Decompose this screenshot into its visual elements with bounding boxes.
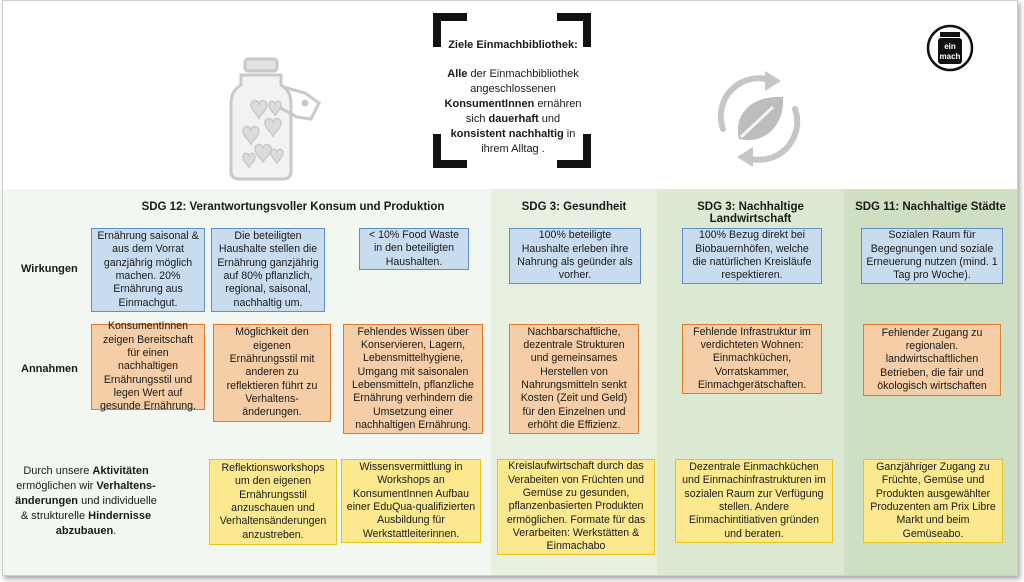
activities-text-part: Aktivitäten <box>92 465 149 477</box>
jar-with-hearts-icon <box>229 57 321 181</box>
goal-text-part: ernähren sich <box>465 98 582 125</box>
recycle-leaf-icon <box>717 71 801 167</box>
activities-text-part: . <box>113 525 117 537</box>
goal-text-part: KonsumentInnen <box>444 98 535 110</box>
goal-text-part: Alle <box>447 68 468 80</box>
column-header-sdg11: SDG 11: Nachhaltige Städte <box>855 201 1006 213</box>
column-header-sdg3-agriculture: SDG 3: Nachhaltige Landwirtschaft <box>697 201 804 225</box>
assumption-box: Möglichkeit den eigenen Ernährungsstil m… <box>213 324 331 422</box>
activity-box: Kreislaufwirtschaft durch das Verabeiten… <box>497 459 655 555</box>
goal-text-part: der Einmachbibliothek angeschlossenen <box>467 68 579 95</box>
row-label-aktivitaeten: Durch unsere Aktivitäten ermöglichen wir… <box>11 464 161 539</box>
goal-text-part: dauerhaft <box>488 113 539 125</box>
logo-text-bottom: mach <box>940 52 961 61</box>
goal-text-part: und <box>538 113 561 125</box>
assumption-box: Fehlender Zugang zu regionalen. landwirt… <box>863 324 1001 396</box>
impact-box: < 10% Food Waste in den beteiligten Haus… <box>359 228 469 270</box>
activities-text-part: ermöglichen wir <box>16 480 97 492</box>
assumption-box: KonsumentInnen zeigen Bereitschaft für e… <box>91 320 205 412</box>
logo-text-top: ein <box>944 42 956 51</box>
impact-box: 100% beteiligte Haushalte erleben ihre N… <box>509 228 641 284</box>
activities-text-part: Hindernisse abzubauen <box>55 510 152 537</box>
goal-statement: Alle der Einmachbibliothek angeschlossen… <box>443 67 583 157</box>
impact-box: Ernährung saisonal & aus dem Vorrat ganz… <box>91 228 205 312</box>
goal-frame <box>433 13 591 168</box>
activity-box: Dezentrale Einmachküchen und Einmachinfr… <box>675 459 833 543</box>
row-label-annahmen: Annahmen <box>21 363 78 375</box>
activities-text-part: Durch unsere <box>23 465 93 477</box>
activity-box: Wissensvermittlung in Workshops an Konsu… <box>341 459 481 543</box>
assumption-box: Fehlende Infrastruktur im verdichteten W… <box>682 324 822 394</box>
einmach-logo: ein mach <box>926 24 974 72</box>
activities-text-part: und individuelle & strukturelle <box>20 495 157 522</box>
impact-box: 100% Bezug direkt bei Biobauernhöfen, we… <box>682 228 822 284</box>
column-header-sdg3-health: SDG 3: Gesundheit <box>521 201 627 213</box>
column-header-sdg12: SDG 12: Verantwortungsvoller Konsum und … <box>141 201 445 213</box>
goal-text-part: konsistent nachhaltig <box>450 128 564 140</box>
activity-box: Reflektionsworkshops um den eigenen Ernä… <box>209 459 337 545</box>
impact-box: Sozialen Raum für Begegnungen und sozial… <box>861 228 1003 284</box>
impact-box: Die beteiligten Haushalte stellen die Er… <box>211 228 325 312</box>
assumption-box: Fehlendes Wissen über Konservieren, Lage… <box>343 324 483 434</box>
activities-text-part: Verhaltens-änderungen <box>15 480 156 507</box>
assumption-box: Nachbarschaftliche, dezentrale Strukture… <box>509 324 639 434</box>
goal-title: Ziele Einmachbibliothek: <box>448 39 578 51</box>
goal-text-part: in ihrem Alltag . <box>481 128 576 155</box>
row-label-wirkungen: Wirkungen <box>21 263 78 275</box>
activity-box: Ganzjähriger Zugang zu Früchte, Gemüse u… <box>863 459 1003 543</box>
